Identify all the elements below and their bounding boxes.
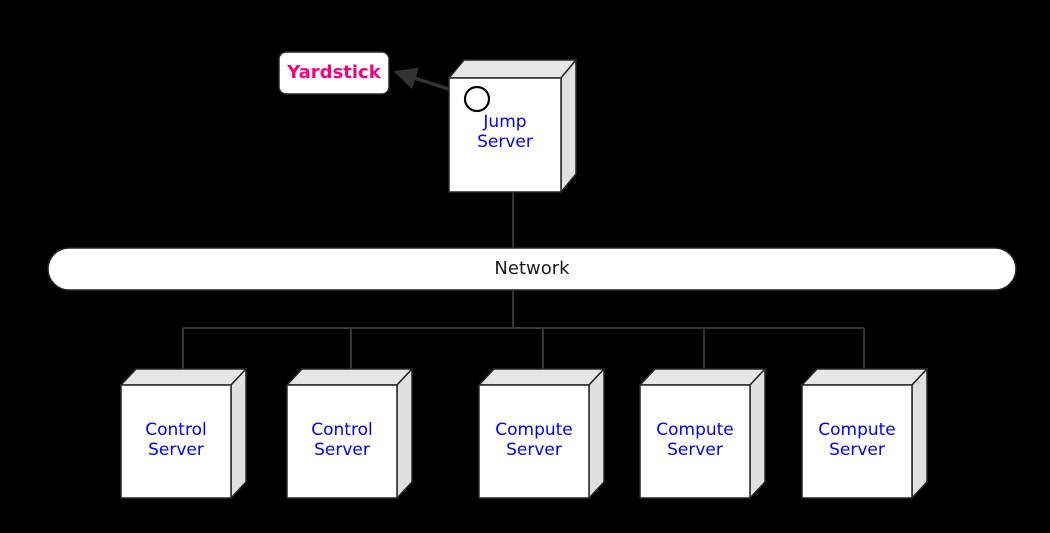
server-5-front-face — [801, 384, 913, 499]
server-3-front-face — [478, 384, 590, 499]
server-1-side-face — [230, 367, 247, 500]
server-box-4[interactable] — [638, 367, 767, 500]
server-1-front-face — [120, 384, 232, 499]
server-box-3[interactable] — [477, 367, 606, 500]
server-5-top-face — [800, 368, 929, 386]
server-box-5[interactable] — [800, 367, 929, 500]
server-box-1[interactable] — [119, 367, 248, 500]
jump-server-top-face — [447, 59, 578, 79]
server-4-top-face — [638, 368, 767, 386]
yardstick-box[interactable] — [278, 51, 390, 95]
server-2-front-face — [286, 384, 398, 499]
server-2-side-face — [396, 367, 413, 500]
jump-server-side-face — [560, 57, 577, 195]
server-4-front-face — [639, 384, 751, 499]
server-3-top-face — [477, 368, 606, 386]
jump-server-box[interactable] — [447, 57, 578, 195]
server-5-side-face — [911, 367, 928, 500]
server-3-side-face — [588, 367, 605, 500]
server-2-top-face — [285, 368, 414, 386]
server-box-2[interactable] — [285, 367, 414, 500]
network-bar[interactable] — [47, 247, 1017, 291]
server-1-top-face — [119, 368, 248, 386]
server-4-side-face — [749, 367, 766, 500]
jump-server-port-icon — [463, 85, 491, 113]
